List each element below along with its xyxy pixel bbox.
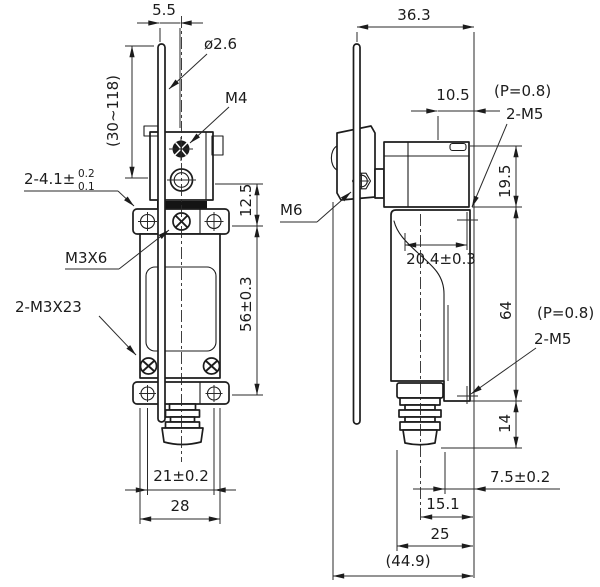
head-seal-band <box>157 201 207 209</box>
side-head <box>383 141 470 208</box>
dim-rod-adjust-range: (30~118) <box>104 75 122 147</box>
m5-top-boss <box>449 142 467 152</box>
dim-body-height: 64 <box>497 301 515 320</box>
label-rod-diameter: ø2.6 <box>204 35 237 53</box>
dim-overall-width-ref: (44.9) <box>385 552 430 570</box>
dim-head-hole-offset: 10.5 <box>436 86 469 104</box>
cover-screw-left <box>139 357 158 375</box>
label-mount-holes-tol-upper: 0.2 <box>78 168 95 180</box>
label-plate-screw: M3X6 <box>65 249 107 267</box>
label-thread-top: 2-M5 <box>506 105 543 123</box>
dim-base-step-height: 14 <box>496 414 514 433</box>
label-thread-side: 2-M5 <box>534 330 571 348</box>
side-lever-rod <box>352 43 361 425</box>
front-bellows <box>161 403 204 446</box>
m5-hole-side-mark <box>457 386 478 404</box>
dim-plate-to-base: 56±0.3 <box>237 276 255 332</box>
label-thread-pitch-top: (P=0.8) <box>494 82 551 100</box>
label-mount-holes-tol-lower: 0.1 <box>78 181 95 193</box>
base-hole-left <box>139 385 156 402</box>
side-view: 36.3 10.5 (P=0.8) 2-M5 19.5 M6 20.4±0.3 <box>280 6 594 580</box>
dim-center-to-face: 15.1 <box>426 495 459 513</box>
label-head-screw: M4 <box>225 89 248 107</box>
front-dimensions: 5.5 (30~118) ø2.6 M4 2-4.1± 0.2 0.1 12.5 <box>15 1 263 524</box>
dim-base-depth: 25 <box>430 525 449 543</box>
front-view: 5.5 (30~118) ø2.6 M4 2-4.1± 0.2 0.1 12.5 <box>15 1 263 524</box>
side-body <box>390 209 478 404</box>
side-bellows <box>396 382 444 446</box>
label-thread-pitch-side: (P=0.8) <box>537 304 594 322</box>
front-cover-plate <box>145 266 217 352</box>
dim-body-depth: 20.4±0.3 <box>406 250 476 268</box>
dim-hole-to-face: 7.5±0.2 <box>490 468 550 486</box>
dim-overall-depth: 36.3 <box>397 6 430 24</box>
mount-hole-left <box>138 212 157 231</box>
dim-body-width: 28 <box>170 497 189 515</box>
front-bottom-plate <box>132 381 230 405</box>
m4-screw <box>169 137 193 161</box>
front-head <box>143 125 224 209</box>
dim-head-height: 19.5 <box>496 165 514 198</box>
label-cover-screws: 2-M3X23 <box>15 298 82 316</box>
front-body <box>139 233 221 379</box>
base-hole-right <box>205 385 223 402</box>
cover-screw-right <box>202 357 221 375</box>
dim-head-to-plate: 12.5 <box>237 184 255 217</box>
front-mount-plate <box>132 208 230 235</box>
dim-rod-offset: 5.5 <box>152 1 176 19</box>
front-lever-rod <box>157 43 166 423</box>
dim-base-hole-span: 21±0.2 <box>153 467 209 485</box>
label-mount-holes: 2-4.1± <box>24 170 75 188</box>
mount-hole-right <box>204 212 224 231</box>
label-clamp-screw: M6 <box>280 201 303 219</box>
side-dimensions: 36.3 10.5 (P=0.8) 2-M5 19.5 M6 20.4±0.3 <box>280 6 594 579</box>
